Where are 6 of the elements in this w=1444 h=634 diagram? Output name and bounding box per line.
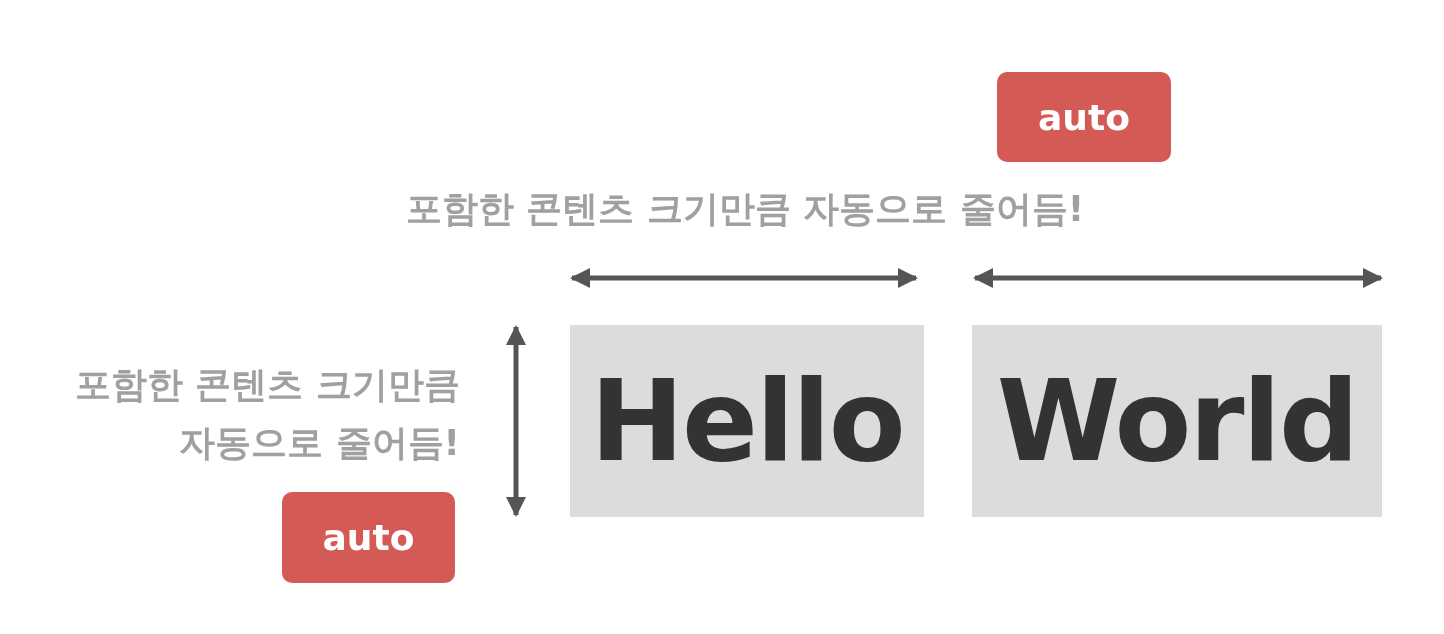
caption-text: 포함한 콘텐츠 크기만큼 자동으로 줄어듬! [404, 187, 1086, 231]
content-box: World [972, 325, 1382, 517]
auto-badge: auto [282, 492, 455, 583]
auto-badge: auto [997, 72, 1171, 162]
content-box: Hello [570, 325, 924, 517]
caption-text: 포함한 콘텐츠 크기만큼 자동으로 줄어듬! [73, 363, 460, 465]
